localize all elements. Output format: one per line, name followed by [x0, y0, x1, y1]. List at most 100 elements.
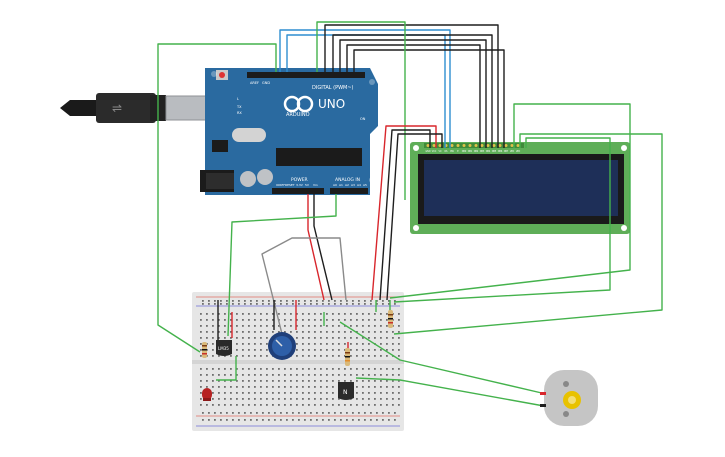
breadboard-hole[interactable] [212, 313, 214, 315]
breadboard-hole[interactable] [230, 355, 232, 357]
breadboard-hole[interactable] [320, 386, 322, 388]
breadboard-hole[interactable] [364, 412, 366, 414]
breadboard-hole[interactable] [308, 325, 310, 327]
breadboard-hole[interactable] [380, 349, 382, 351]
breadboard-hole[interactable] [368, 404, 370, 406]
breadboard-hole[interactable] [292, 412, 294, 414]
breadboard-hole[interactable] [226, 412, 228, 414]
breadboard-hole[interactable] [236, 343, 238, 345]
breadboard-hole[interactable] [200, 343, 202, 345]
breadboard-hole[interactable] [320, 349, 322, 351]
breadboard-hole[interactable] [280, 300, 282, 302]
breadboard-hole[interactable] [380, 331, 382, 333]
breadboard-hole[interactable] [260, 398, 262, 400]
breadboard-hole[interactable] [368, 392, 370, 394]
breadboard-hole[interactable] [224, 398, 226, 400]
breadboard-hole[interactable] [254, 337, 256, 339]
breadboard-hole[interactable] [344, 355, 346, 357]
lcd-pin[interactable] [504, 144, 508, 147]
breadboard-hole[interactable] [214, 303, 216, 305]
breadboard-hole[interactable] [356, 325, 358, 327]
breadboard-hole[interactable] [272, 319, 274, 321]
breadboard-hole[interactable] [398, 404, 400, 406]
breadboard-hole[interactable] [334, 300, 336, 302]
breadboard-hole[interactable] [334, 303, 336, 305]
breadboard-hole[interactable] [244, 419, 246, 421]
breadboard-hole[interactable] [362, 325, 364, 327]
breadboard-hole[interactable] [356, 374, 358, 376]
breadboard-hole[interactable] [230, 337, 232, 339]
breadboard-hole[interactable] [218, 380, 220, 382]
lcd-pin[interactable] [450, 144, 454, 147]
breadboard-hole[interactable] [286, 300, 288, 302]
breadboard-hole[interactable] [230, 392, 232, 394]
breadboard-hole[interactable] [340, 419, 342, 421]
breadboard-hole[interactable] [356, 368, 358, 370]
breadboard-hole[interactable] [296, 313, 298, 315]
breadboard-hole[interactable] [314, 398, 316, 400]
breadboard-hole[interactable] [368, 380, 370, 382]
breadboard-hole[interactable] [320, 392, 322, 394]
breadboard-hole[interactable] [352, 419, 354, 421]
breadboard-hole[interactable] [320, 398, 322, 400]
lcd-pin[interactable] [456, 144, 460, 147]
breadboard-hole[interactable] [386, 386, 388, 388]
breadboard-hole[interactable] [394, 303, 396, 305]
breadboard-hole[interactable] [326, 319, 328, 321]
breadboard-hole[interactable] [326, 355, 328, 357]
breadboard-hole[interactable] [200, 392, 202, 394]
breadboard-hole[interactable] [346, 419, 348, 421]
breadboard-hole[interactable] [370, 300, 372, 302]
breadboard-hole[interactable] [308, 349, 310, 351]
breadboard-hole[interactable] [382, 419, 384, 421]
breadboard-hole[interactable] [254, 386, 256, 388]
breadboard-hole[interactable] [398, 392, 400, 394]
breadboard-hole[interactable] [250, 419, 252, 421]
breadboard-hole[interactable] [296, 319, 298, 321]
breadboard-hole[interactable] [374, 398, 376, 400]
breadboard-hole[interactable] [238, 419, 240, 421]
breadboard-hole[interactable] [386, 331, 388, 333]
breadboard-hole[interactable] [308, 355, 310, 357]
breadboard-hole[interactable] [350, 380, 352, 382]
breadboard-hole[interactable] [352, 303, 354, 305]
breadboard-hole[interactable] [320, 319, 322, 321]
breadboard-hole[interactable] [316, 419, 318, 421]
breadboard-hole[interactable] [374, 325, 376, 327]
breadboard-hole[interactable] [328, 419, 330, 421]
breadboard-hole[interactable] [242, 398, 244, 400]
breadboard-hole[interactable] [208, 303, 210, 305]
breadboard-hole[interactable] [272, 386, 274, 388]
breadboard-hole[interactable] [248, 374, 250, 376]
breadboard-hole[interactable] [314, 368, 316, 370]
breadboard-hole[interactable] [230, 386, 232, 388]
breadboard-hole[interactable] [380, 398, 382, 400]
breadboard-hole[interactable] [314, 355, 316, 357]
breadboard-hole[interactable] [376, 412, 378, 414]
breadboard-hole[interactable] [374, 392, 376, 394]
breadboard-hole[interactable] [200, 313, 202, 315]
breadboard-hole[interactable] [220, 419, 222, 421]
breadboard-hole[interactable] [260, 325, 262, 327]
breadboard-hole[interactable] [260, 386, 262, 388]
breadboard-hole[interactable] [388, 419, 390, 421]
breadboard-hole[interactable] [346, 300, 348, 302]
breadboard-hole[interactable] [266, 368, 268, 370]
breadboard-hole[interactable] [296, 325, 298, 327]
breadboard-hole[interactable] [236, 337, 238, 339]
breadboard-hole[interactable] [340, 300, 342, 302]
breadboard-hole[interactable] [374, 368, 376, 370]
breadboard-hole[interactable] [292, 419, 294, 421]
dc-motor[interactable] [540, 370, 598, 426]
breadboard-hole[interactable] [278, 374, 280, 376]
breadboard-hole[interactable] [386, 319, 388, 321]
breadboard-hole[interactable] [224, 374, 226, 376]
breadboard-hole[interactable] [248, 349, 250, 351]
breadboard-hole[interactable] [332, 398, 334, 400]
breadboard-hole[interactable] [302, 325, 304, 327]
breadboard-hole[interactable] [200, 337, 202, 339]
breadboard-hole[interactable] [286, 412, 288, 414]
breadboard-hole[interactable] [368, 386, 370, 388]
breadboard-hole[interactable] [290, 386, 292, 388]
